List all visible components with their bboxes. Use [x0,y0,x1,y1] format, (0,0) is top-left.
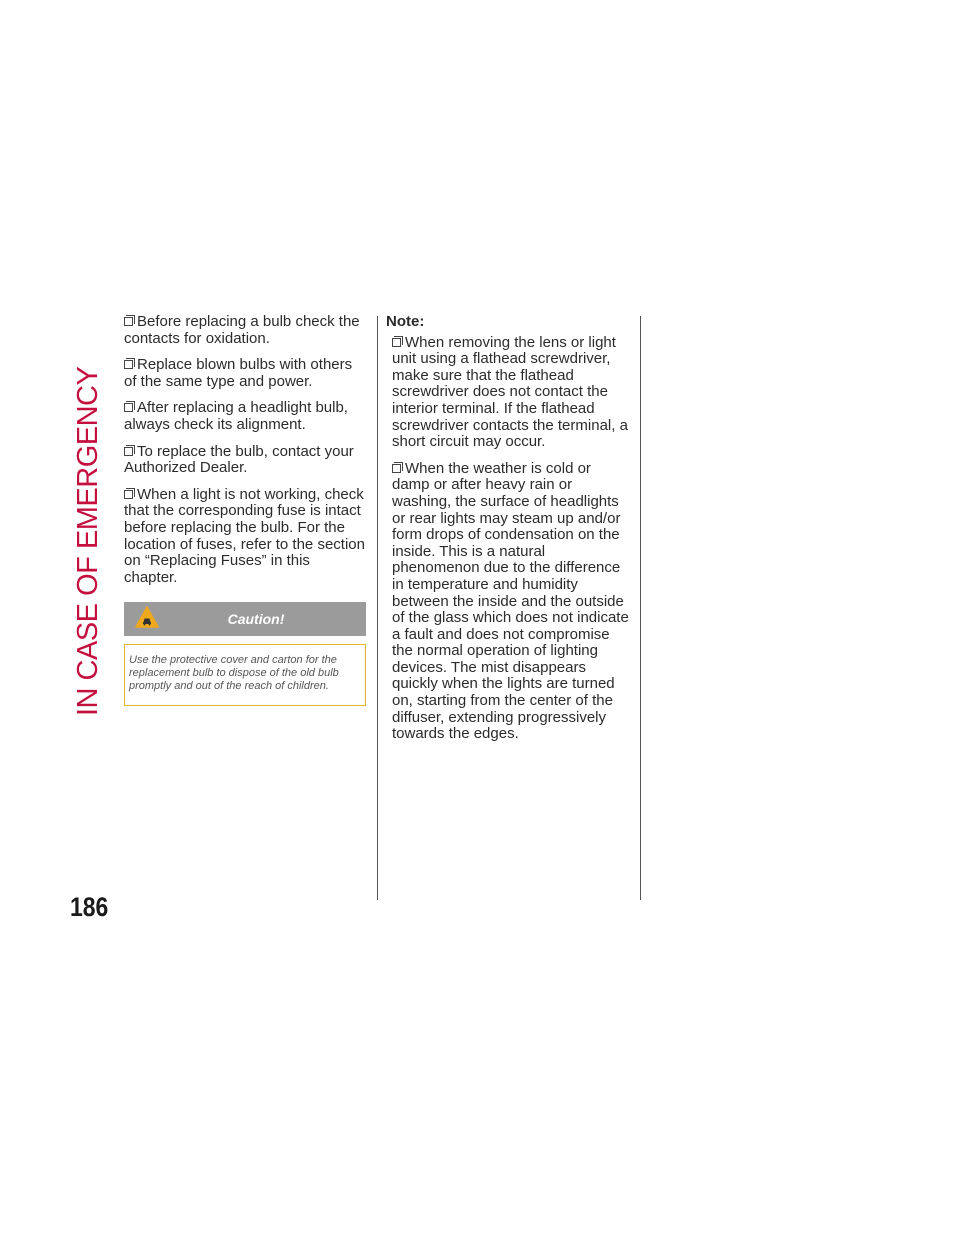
checkbox-bullet-icon [392,463,401,473]
column-divider-right [640,316,641,900]
note-heading: Note: [386,313,425,330]
checkbox-bullet-icon [124,489,133,499]
checkbox-bullet-icon [124,403,133,413]
page-number: 186 [70,892,109,922]
list-item: When the weather is cold or damp or afte… [392,459,629,743]
list-item: To replace the bulb, contact your Author… [124,442,354,477]
caution-text: Use the protective cover and carton for … [124,644,366,707]
checkbox-bullet-icon [124,446,133,456]
list-item: Before replacing a bulb check the contac… [124,313,360,347]
section-title: IN CASE OF EMERGENCY [72,366,104,716]
caution-header: Caution! [124,602,366,637]
caution-title: Caution! [227,611,285,628]
car-warning-icon [135,606,159,629]
list-item: After replacing a headlight bulb, always… [124,399,348,433]
list-item: When removing the lens or light unit usi… [392,333,628,451]
right-column: Note: When removing the lens or light un… [386,313,631,753]
list-item: Replace blown bulbs with others of the s… [124,356,353,390]
column-divider [377,316,378,900]
list-item: When a light is not working, check that … [124,485,365,586]
left-column: Before replacing a bulb check the contac… [124,313,366,707]
checkbox-bullet-icon [124,317,133,326]
checkbox-bullet-icon [124,360,133,370]
checkbox-bullet-icon [392,337,401,347]
